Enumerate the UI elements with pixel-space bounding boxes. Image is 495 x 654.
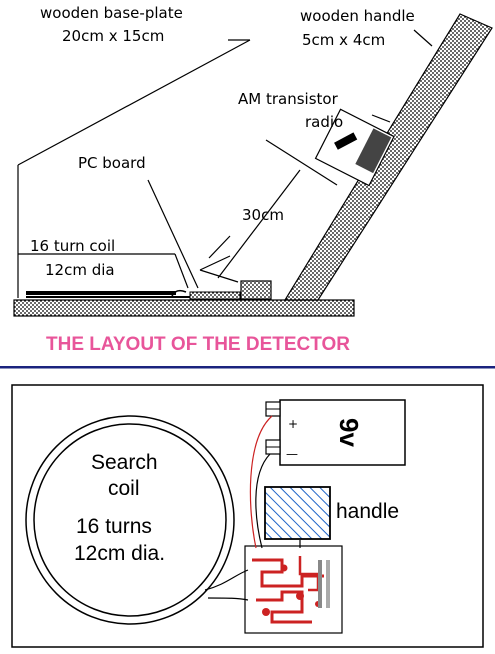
battery-plus: + bbox=[288, 417, 298, 431]
pc-board-side bbox=[189, 291, 241, 300]
top-view: Search coil 16 turns 12cm dia. + — 9v ha… bbox=[11, 384, 484, 648]
label-handle-2: 5cm x 4cm bbox=[302, 31, 385, 49]
diagram-title: THE LAYOUT OF THE DETECTOR bbox=[46, 334, 350, 355]
label-handle-1: wooden handle bbox=[300, 7, 415, 25]
battery-minus: — bbox=[286, 447, 298, 461]
handle-label: handle bbox=[336, 500, 399, 523]
label-radio-1: AM transistor bbox=[238, 90, 339, 108]
leader-lines bbox=[17, 29, 433, 298]
am-radio bbox=[314, 108, 395, 187]
label-base-plate-1: wooden base-plate bbox=[40, 4, 183, 22]
handle-top-view bbox=[264, 486, 331, 540]
coil-clip bbox=[171, 289, 187, 297]
battery-label: 9v bbox=[334, 418, 364, 447]
label-base-plate-2: 20cm x 15cm bbox=[62, 27, 164, 45]
coil-text-2: coil bbox=[108, 477, 140, 500]
section-divider bbox=[0, 366, 495, 369]
pc-board-top bbox=[244, 545, 343, 634]
label-radio-2: radio bbox=[305, 113, 343, 131]
label-pc-board: PC board bbox=[78, 154, 146, 172]
coil-side bbox=[26, 291, 176, 295]
search-coil-outer bbox=[25, 415, 235, 625]
label-coil-1: 16 turn coil bbox=[30, 237, 115, 255]
side-view: wooden base-plate 20cm x 15cm wooden han… bbox=[13, 4, 493, 355]
label-coil-2: 12cm dia bbox=[45, 261, 115, 279]
base-plate bbox=[13, 299, 355, 317]
coil-text-4: 12cm dia. bbox=[74, 542, 165, 565]
coil-text-3: 16 turns bbox=[76, 515, 152, 538]
coil-side-lower bbox=[26, 296, 196, 298]
coil-text-1: Search bbox=[91, 451, 158, 474]
label-distance: 30cm bbox=[242, 206, 284, 224]
component-box bbox=[240, 280, 272, 300]
search-coil-inner bbox=[33, 423, 227, 617]
wires bbox=[204, 415, 301, 601]
wooden-handle bbox=[283, 13, 493, 301]
battery-9v: + — 9v bbox=[265, 399, 406, 466]
